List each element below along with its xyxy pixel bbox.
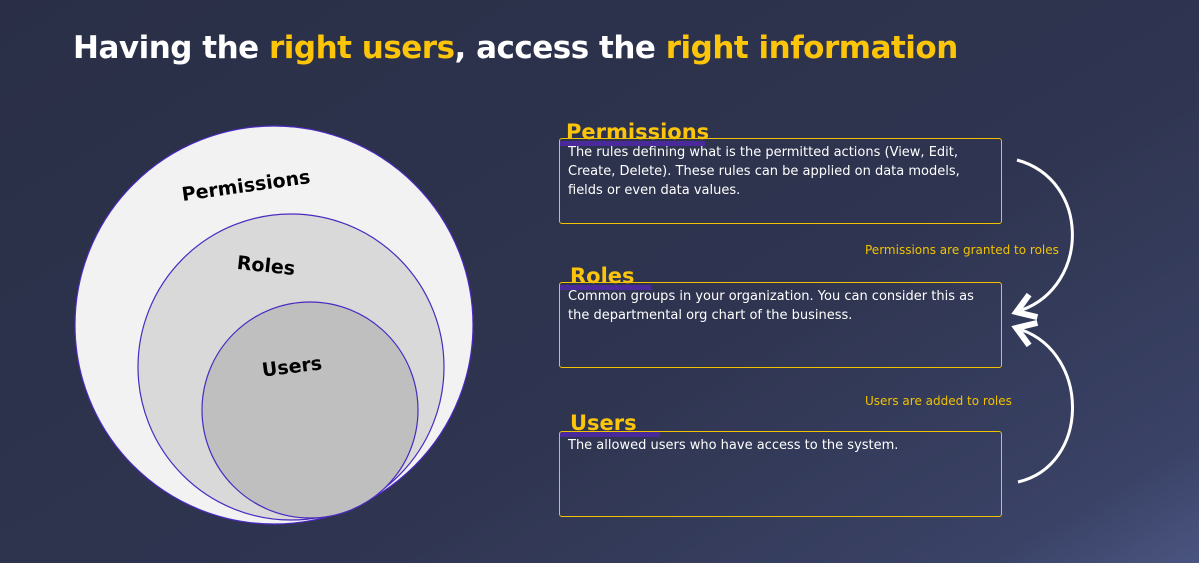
page-title: Having the right users, access the right… <box>73 30 958 66</box>
roles-heading: Roles <box>559 264 651 290</box>
users-box: The allowed users who have access to the… <box>559 431 1002 517</box>
roles-box: Common groups in your organization. You … <box>559 282 1002 368</box>
users-added-note: Users are added to roles <box>865 394 1012 408</box>
users-circle <box>201 301 419 519</box>
permissions-heading: Permissions <box>559 120 713 146</box>
permissions-granted-note: Permissions are granted to roles <box>865 243 1059 257</box>
arrow-users-to-roles <box>1011 319 1074 484</box>
permissions-box: The rules defining what is the permitted… <box>559 138 1002 224</box>
arrow-permissions-to-roles <box>1011 158 1074 321</box>
